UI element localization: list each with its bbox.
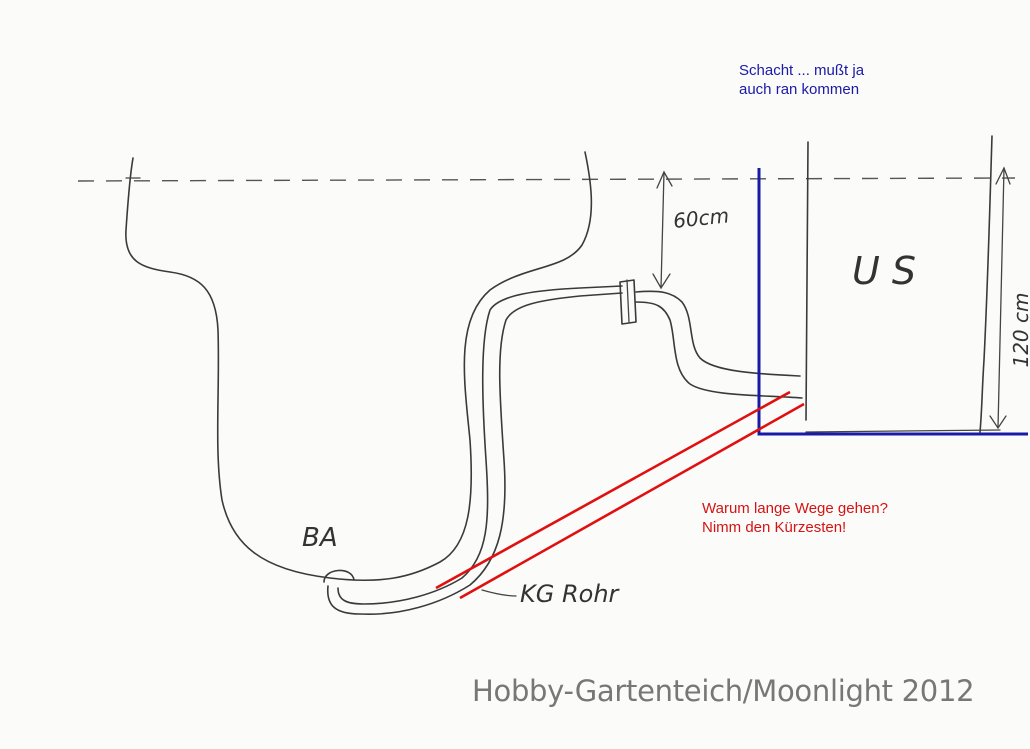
height-arrow-line xyxy=(997,167,1005,429)
bottom-drain-cap xyxy=(323,569,355,583)
pipe-connector-band xyxy=(626,279,630,323)
shaft-outline-blue xyxy=(757,168,1028,436)
kg-pipe-red-lower xyxy=(459,402,805,600)
kg-rohr-label: KG Rohr xyxy=(520,580,621,608)
height-label: 120 cm xyxy=(1009,292,1030,367)
depth-arrow-top xyxy=(656,170,673,189)
kg-rohr-pointer xyxy=(481,589,517,597)
pond-outline xyxy=(125,151,593,582)
original-hose-inner xyxy=(337,285,623,605)
shaft-annotation-line1: Schacht ... mußt ja xyxy=(739,62,865,79)
height-arrow-bottom xyxy=(989,415,1007,430)
shaft-annotation-line2: auch ran kommen xyxy=(739,81,860,98)
depth-label: 60cm xyxy=(672,203,730,233)
hose-to-shaft-top xyxy=(635,290,801,377)
pipe-connector xyxy=(619,279,637,325)
depth-arrow-line xyxy=(660,171,665,289)
ba-label: BA xyxy=(302,523,338,553)
watermark: Hobby-Gartenteich/Moonlight 2012 xyxy=(472,674,975,708)
hose-to-shaft-bottom xyxy=(635,301,803,399)
shortcut-annotation: Warum lange Wege gehen? Nimm den Kürzest… xyxy=(702,499,888,537)
us-label: U S xyxy=(852,249,916,293)
original-hose-outer xyxy=(327,292,623,616)
shortcut-annotation-line1: Warum lange Wege gehen? xyxy=(702,500,888,517)
shortcut-annotation-line2: Nimm den Kürzesten! xyxy=(702,519,847,536)
height-arrow-top xyxy=(995,166,1011,185)
us-floor-pencil xyxy=(805,429,1001,433)
depth-arrow-bottom xyxy=(652,273,671,290)
kg-pipe-red-upper xyxy=(435,390,791,590)
us-right-wall xyxy=(979,135,993,433)
shaft-annotation: Schacht ... mußt ja auch ran kommen xyxy=(739,61,864,99)
us-left-wall xyxy=(805,141,809,421)
water-level-line xyxy=(77,177,1016,182)
